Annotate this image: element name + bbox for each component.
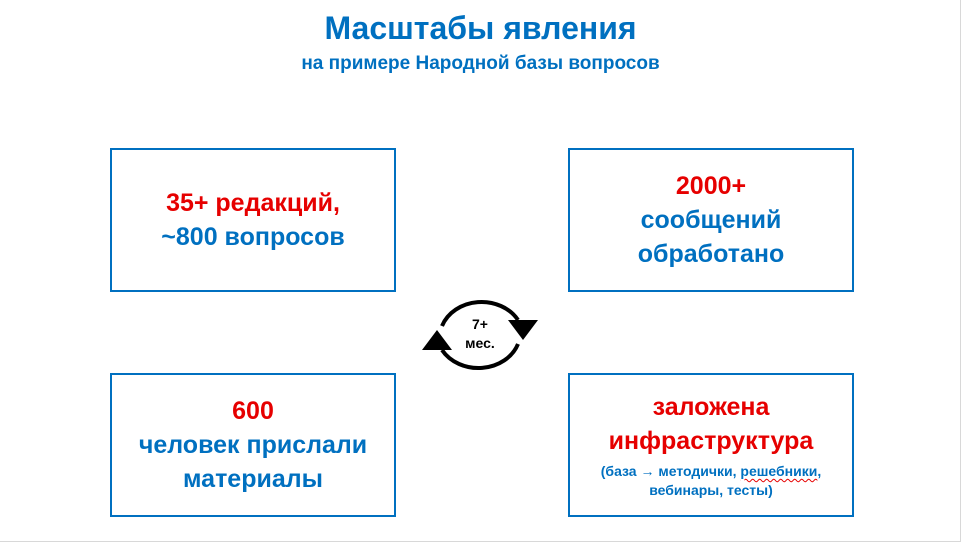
stat-questions-count: ~800 вопросов bbox=[161, 223, 345, 251]
infrastructure-note: (база → методички, решебники, вебинары, … bbox=[601, 462, 821, 500]
stat-editions-count: 35+ редакций, bbox=[166, 189, 340, 217]
cycle-duration: 7+ bbox=[472, 316, 488, 332]
infrastructure-note-line-2: вебинары, тесты) bbox=[649, 482, 773, 498]
stat-box-infrastructure: заложена инфраструктура (база → методичк… bbox=[568, 373, 854, 517]
cycle-arrows-icon bbox=[422, 299, 538, 371]
slide-title: Масштабы явления bbox=[324, 10, 637, 46]
spellcheck-word: решебники bbox=[740, 463, 818, 479]
cycle-unit: мес. bbox=[465, 335, 495, 351]
stat-people-label-2: материалы bbox=[183, 465, 323, 493]
stat-people-label-1: человек прислали bbox=[138, 431, 368, 459]
stat-box-people: 600 человек прислали материалы bbox=[110, 373, 396, 517]
note-mid: методички, bbox=[654, 463, 741, 479]
stat-box-editions: 35+ редакций, ~800 вопросов bbox=[110, 148, 396, 292]
slide-subtitle: на примере Народной базы вопросов bbox=[301, 53, 660, 74]
stat-people-count: 600 bbox=[232, 397, 274, 425]
infrastructure-note-line-1: (база → методички, решебники, bbox=[601, 462, 821, 481]
right-arrow-icon: → bbox=[640, 463, 655, 479]
note-open: (база bbox=[600, 463, 641, 479]
infrastructure-line-2: инфраструктура bbox=[608, 427, 814, 455]
stat-messages-label-2: обработано bbox=[637, 240, 785, 268]
cycle-label: 7+ мес. bbox=[440, 315, 520, 353]
stat-messages-count: 2000+ bbox=[675, 172, 747, 200]
note-end: , bbox=[817, 463, 822, 479]
stat-box-messages: 2000+ сообщений обработано bbox=[568, 148, 854, 292]
infrastructure-line-1: заложена bbox=[652, 393, 770, 421]
stat-messages-label-1: сообщений bbox=[640, 206, 782, 234]
